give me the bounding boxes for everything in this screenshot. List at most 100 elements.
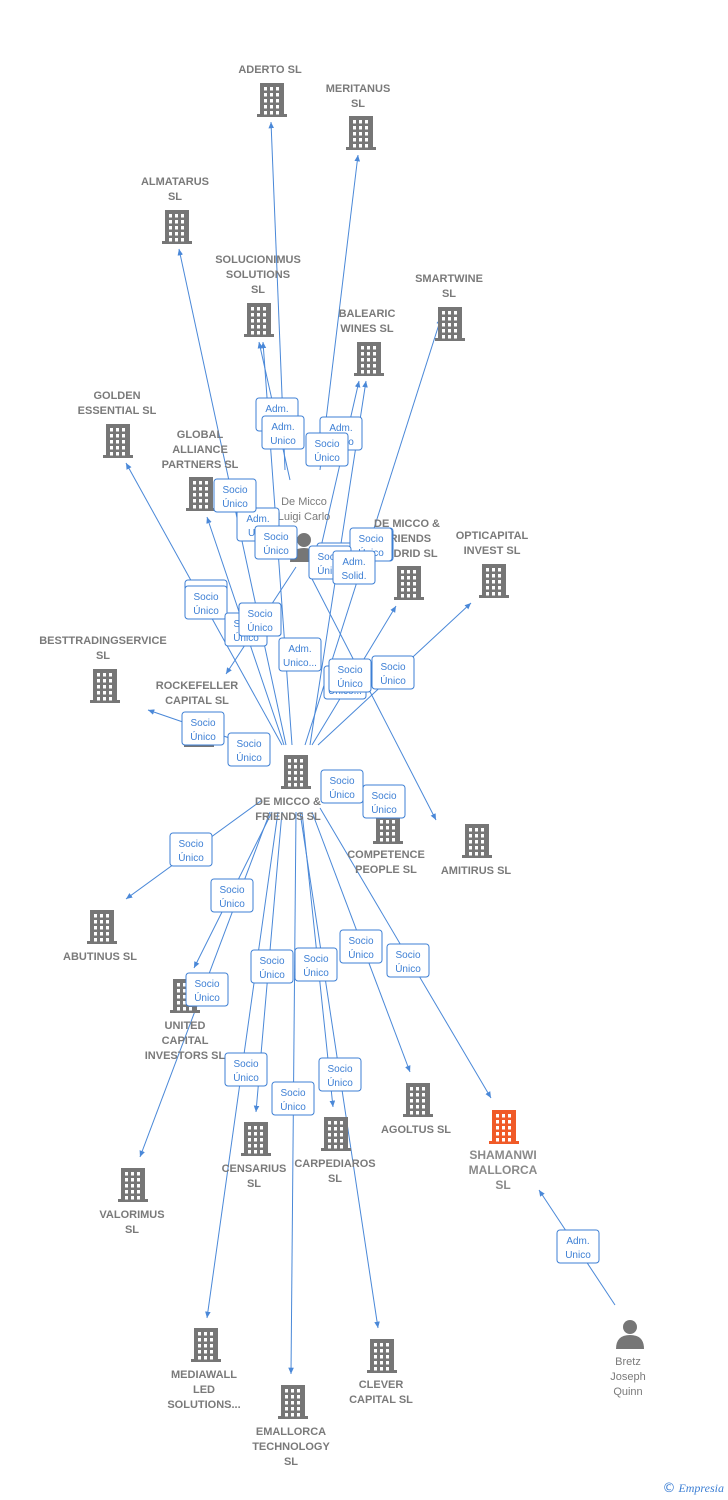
node-label: INVESTORS SL [145, 1050, 226, 1062]
footer-brand[interactable]: ©Empresia [662, 1481, 724, 1496]
building-icon[interactable] [354, 342, 384, 376]
building-icon[interactable] [87, 910, 117, 944]
building-icon[interactable] [321, 1117, 351, 1151]
building-icon[interactable] [403, 1083, 433, 1117]
node-abutinus[interactable]: ABUTINUS SL [63, 910, 137, 963]
building-icon[interactable] [241, 1122, 271, 1156]
building-base [186, 508, 216, 511]
building-icon[interactable] [479, 564, 509, 598]
building-base [346, 147, 376, 150]
building-icon[interactable] [367, 1339, 397, 1373]
relation-badge[interactable]: Adm.Solid. [332, 550, 376, 585]
relation-badge[interactable]: Adm.Unico [556, 1229, 600, 1264]
building-icon[interactable] [257, 83, 287, 117]
building-window [442, 317, 445, 321]
node-agoltus[interactable]: AGOLTUS SL [381, 1083, 451, 1136]
building-window [248, 1144, 251, 1148]
person-icon[interactable] [616, 1320, 644, 1349]
edge-demicco_person-to-amitirus[interactable] [309, 574, 437, 821]
building-window [125, 1184, 128, 1188]
node-aderto[interactable]: ADERTO SL [238, 64, 302, 117]
building-window [97, 679, 100, 683]
building-window [110, 428, 113, 432]
building-window [300, 783, 303, 787]
building-icon[interactable] [278, 1385, 308, 1419]
building-icon[interactable] [394, 566, 424, 600]
badge-text: Adm. [342, 557, 365, 568]
node-amitirus[interactable]: AMITIRUS SL [441, 824, 512, 877]
node-mediawall[interactable]: MEDIAWALLLEDSOLUTIONS... [167, 1328, 241, 1411]
node-dmf[interactable]: DE MICCO &FRIENDS SL [255, 755, 321, 823]
building-icon[interactable] [462, 824, 492, 858]
relation-badge-overlap[interactable]: Adm.Unico... [278, 637, 322, 672]
building-icon[interactable] [281, 755, 311, 789]
node-label: UNITED [165, 1020, 206, 1032]
building-icon[interactable] [103, 424, 133, 458]
building-icon[interactable] [118, 1168, 148, 1202]
edge-demicco_person-to-balearic[interactable] [317, 380, 361, 561]
building-window [210, 1338, 213, 1342]
building-window [270, 111, 273, 115]
building-icon[interactable] [90, 669, 120, 703]
building-window [125, 1196, 128, 1200]
building-window [181, 220, 184, 224]
building-icon[interactable] [244, 303, 274, 337]
building-base [367, 1370, 397, 1373]
building-window [448, 311, 451, 315]
building-window [416, 1111, 419, 1115]
building-icon[interactable] [346, 116, 376, 150]
building-icon[interactable] [186, 477, 216, 511]
building-window [183, 989, 186, 993]
badge-text: Unico... [283, 658, 317, 669]
focus-building-icon[interactable] [489, 1110, 519, 1144]
building-window [486, 592, 489, 596]
building-icon[interactable] [191, 1328, 221, 1362]
building-window [508, 1138, 511, 1142]
badge-text: Socio [329, 776, 354, 787]
relation-badge[interactable]: Adm.Unico [261, 415, 305, 450]
building-icon[interactable] [162, 210, 192, 244]
building-window [285, 1401, 288, 1405]
building-icon[interactable] [435, 307, 465, 341]
